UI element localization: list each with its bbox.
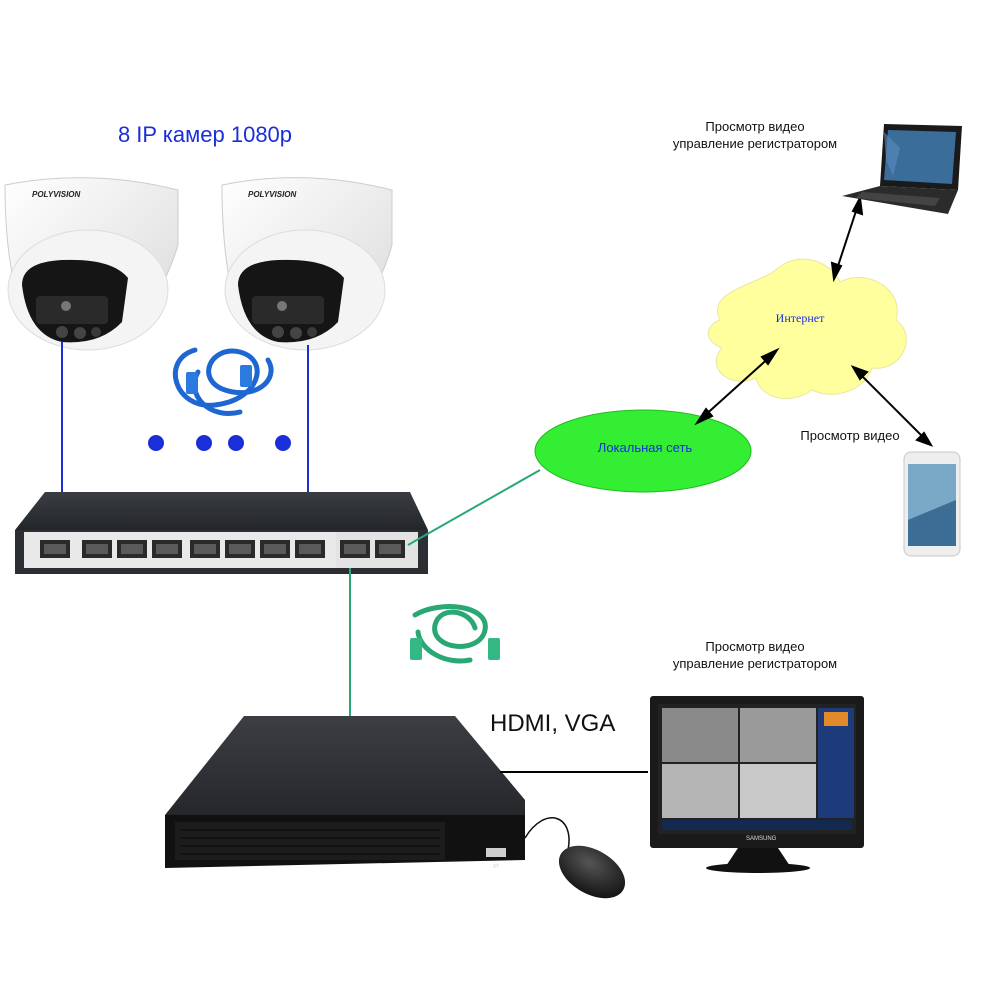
nvr-recorder: ⇌ <box>165 716 525 870</box>
monitor-caption: Просмотр видео управление регистратором <box>650 638 860 672</box>
svg-text:⇌: ⇌ <box>493 861 500 870</box>
hdmi-vga-label: HDMI, VGA <box>490 710 616 737</box>
lan-label: Локальная сеть <box>597 440 693 455</box>
laptop-caption: Просмотр видео управление регистратором <box>650 118 860 152</box>
mouse-icon <box>524 817 626 899</box>
switch-lan-link <box>407 469 541 546</box>
camera-1-brand: POLYVISION <box>32 190 81 199</box>
monitor-caption-line1: Просмотр видео <box>705 639 805 654</box>
camera-2-brand: POLYVISION <box>248 190 297 199</box>
more-cameras-dots <box>148 435 291 451</box>
monitor-brand: SAMSUNG <box>746 836 777 842</box>
ip-camera-1 <box>4 177 179 351</box>
laptop-caption-line2: управление регистратором <box>672 136 838 151</box>
phone-caption: Просмотр видео <box>800 428 900 443</box>
monitor-caption-line2: управление регистратором <box>672 656 838 671</box>
internet-label: Интернет <box>775 311 825 325</box>
internet-cloud <box>707 258 907 399</box>
laptop-icon <box>842 124 962 214</box>
ip-camera-2 <box>221 177 393 351</box>
blue-patch-cable-icon <box>172 347 274 416</box>
poe-switch <box>15 492 428 574</box>
laptop-caption-line1: Просмотр видео <box>705 119 805 134</box>
lan-ellipse <box>534 409 752 493</box>
diagram-title: 8 IP камер 1080p <box>117 122 293 147</box>
monitor-icon <box>650 696 864 873</box>
smartphone-icon <box>903 451 961 557</box>
arrows <box>694 194 934 447</box>
green-patch-cable-icon <box>410 604 500 664</box>
